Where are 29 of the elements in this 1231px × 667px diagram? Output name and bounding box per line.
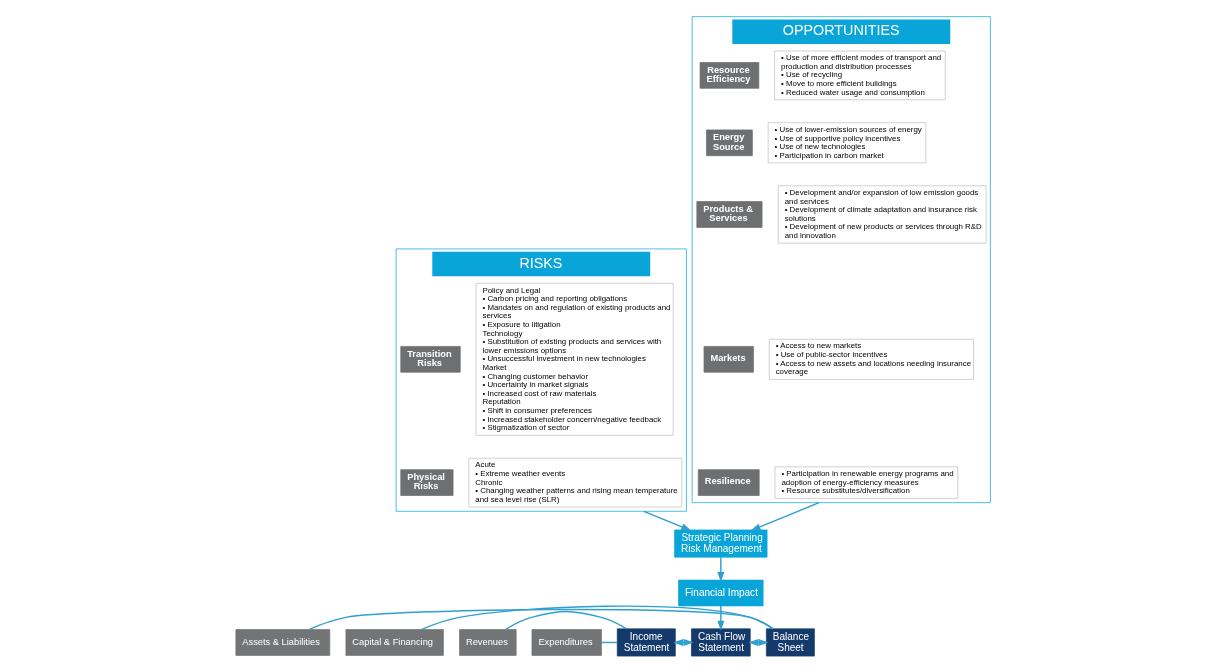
node-box: Resource Efficiency	[699, 62, 759, 89]
node-box: Cash Flow Statement	[690, 628, 751, 657]
node-box: • Use of lower-emission sources of energy • Use of supportive policy incentives • Use of new technologies • Participation in carbon market	[767, 122, 926, 164]
connector	[420, 605, 774, 631]
node-box: Balance Sheet	[765, 628, 815, 657]
arrow	[716, 605, 724, 631]
node-box: Physical Risks	[399, 469, 453, 496]
node-box: • Participation in renewable energy programs and adoption of energy-efficiency measures • Resource substitutes/diversification	[774, 466, 958, 499]
node-box: Products & Services	[695, 201, 762, 228]
node-box: Acute • Extreme weather events Chronic • Changing weather patterns and rising mean temperature and sea level rise (SLR)	[468, 457, 682, 508]
node-box: Energy Source	[705, 129, 753, 157]
connector	[504, 610, 627, 631]
node-box: Expenditures	[531, 629, 602, 656]
node-box: Revenues	[458, 629, 517, 656]
node-box: • Access to new markets • Use of public-sector incentives • Access to new assets and locations needing insurance coverage	[768, 338, 974, 380]
node-box: Financial Impact	[677, 579, 763, 607]
node-box: Policy and Legal • Carbon pricing and reporting obligations • Mandates on and regulation of existing products and services • Exposure to litigation Technology • Substitution of existing products and services with lower emissions options • Unsuccessful investment in new technologies Market • Changing customer behavior • Uncertainty in market signals • Increased cost of raw materials Reputation • Shift in consumer preferences • Increased stakeholder concern/negative feedback • Stigmatization of sector	[475, 282, 674, 436]
node-box: Capital & Financing	[345, 629, 444, 656]
node-box: • Development and/or expansion of low emission goods and services • Development of climate adaptation and insurance risk solutions • Development of new products or services through R&D and innovation	[777, 185, 986, 244]
arrow	[716, 556, 724, 582]
node-box: Resilience	[697, 469, 760, 496]
arrow	[642, 510, 691, 531]
arrow	[750, 501, 820, 531]
node-box: Income Statement	[616, 628, 676, 657]
node-box: Markets	[703, 346, 754, 373]
node-box: • Use of more efficient modes of transport and production and distribution processes • Use of recycling • Move to more efficient buildings • Reduced water usage and consumption	[773, 50, 946, 101]
node-box: Transition Risks	[399, 346, 461, 373]
node-box: Assets & Liabilities	[235, 629, 330, 656]
node-box: Strategic Planning Risk Management	[673, 529, 767, 558]
